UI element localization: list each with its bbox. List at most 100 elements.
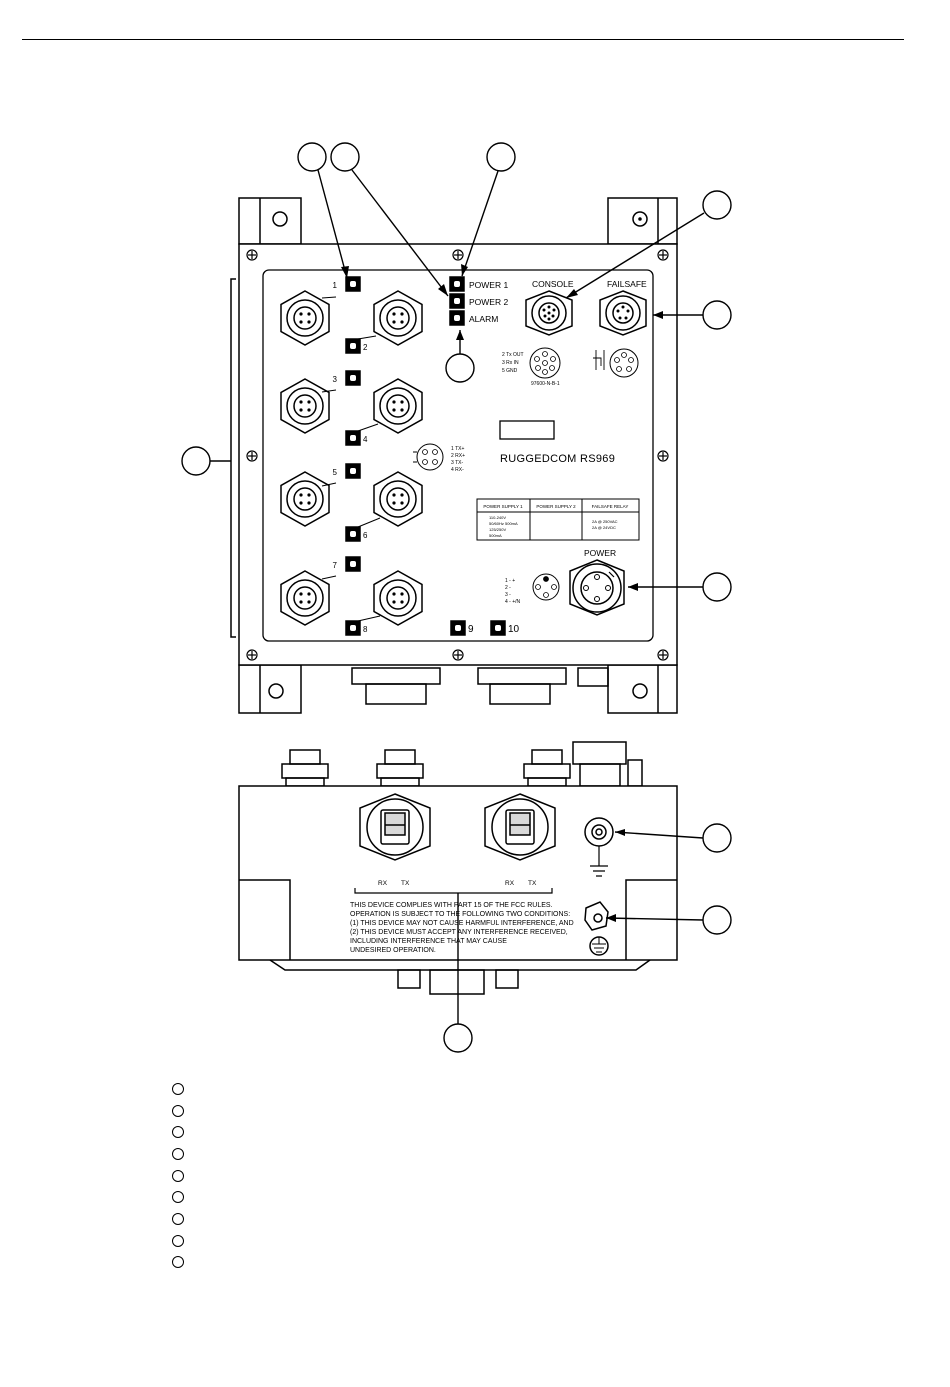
legend-item: [172, 1100, 184, 1122]
console-pinout: 2 Tx OUT 3 Rx IN 5 GND 97600-N-B-1: [502, 347, 561, 387]
led-power1-label: POWER 1: [469, 280, 508, 290]
power-label: POWER: [584, 548, 616, 558]
screw-7: [452, 649, 464, 661]
port-9-number: 9: [468, 624, 474, 635]
mount-tab-bottom-left: [238, 664, 302, 714]
screw-6: [246, 649, 258, 661]
mount-tab-top-right: [607, 197, 678, 245]
power-connector: POWER: [569, 548, 625, 616]
failsafe-label: FAILSAFE: [607, 279, 647, 289]
power-pinout: 1 - + 2 - 3 - 4 - +/N: [505, 573, 560, 605]
mount-tab-top-left: [238, 197, 302, 245]
port-2-number: 2: [363, 343, 368, 352]
eth-pin-1: 1 TX+: [451, 446, 464, 452]
ethernet-pinout: 1 TX+ 2 RX+ 3 TX- 4 RX-: [413, 443, 465, 473]
legend-item: [172, 1230, 184, 1252]
m12-port-8: [373, 570, 423, 626]
port-7-indicator: 7: [321, 556, 361, 580]
legend-marker: [172, 1256, 184, 1269]
callout-arrowheads: [341, 264, 663, 922]
ground-stud: [584, 817, 614, 877]
mount-tab-bottom-right: [607, 664, 678, 714]
screw-8: [657, 649, 669, 661]
ratings-header-ps1: POWER SUPPLY 1: [483, 504, 523, 509]
port-10-indicator: 10: [490, 620, 520, 636]
ratings-table: POWER SUPPLY 1 POWER SUPPLY 2 FAILSAFE R…: [476, 498, 640, 541]
legend-item: [172, 1121, 184, 1143]
fcc-line-1: THIS DEVICE COMPLIES WITH PART 15 OF THE…: [350, 902, 553, 909]
fcc-line-3: (1) THIS DEVICE MAY NOT CAUSE HARMFUL IN…: [350, 920, 574, 927]
console-connector: CONSOLE: [525, 279, 574, 336]
fcc-line-6: UNDESIRED OPERATION.: [350, 947, 436, 954]
m12-port-6: [373, 471, 423, 527]
port-6-number: 6: [363, 531, 368, 540]
screw-1: [246, 249, 258, 261]
ports-bracket: [230, 278, 236, 638]
legend-item: [172, 1208, 184, 1230]
fcc-line-4: (2) THIS DEVICE MUST ACCEPT ANY INTERFER…: [350, 929, 568, 936]
m12-port-4: [373, 378, 423, 434]
legend-item: [172, 1186, 184, 1208]
bottom-feet: [239, 879, 677, 995]
front-bottom-connectors: [351, 667, 609, 705]
ratings-relay-1: 2A @ 250VAC: [592, 519, 618, 524]
m12-port-3: [280, 378, 330, 434]
m12-port-7: [280, 570, 330, 626]
screw-5: [657, 450, 669, 462]
ratings-header-relay: FAILSAFE RELAY: [592, 504, 629, 509]
port-6-indicator: 6: [345, 517, 381, 542]
port-4-indicator: 4: [345, 423, 379, 446]
fiber-bracket: [354, 888, 553, 894]
power-pin-1: 1 - +: [505, 578, 515, 584]
console-pin-2: 3 Rx IN: [502, 360, 519, 366]
ratings-ps1-3: 125/250V: [489, 527, 506, 532]
legend-marker: [172, 1191, 184, 1204]
port-5-indicator: 5: [321, 463, 361, 487]
failsafe-pinout: [593, 348, 639, 378]
legend-item: [172, 1252, 184, 1274]
legend-marker: [172, 1126, 184, 1139]
front-panel: [262, 269, 654, 642]
ratings-ps1-1: 110-240V: [489, 515, 506, 520]
power-pin-2: 2 -: [505, 585, 511, 591]
legend-marker: [172, 1234, 184, 1247]
port-1-indicator: 1: [321, 276, 361, 299]
fcc-line-2: OPERATION IS SUBJECT TO THE FOLLOWING TW…: [350, 911, 570, 918]
led-alarm-label: ALARM: [469, 314, 498, 324]
fiber-tx-left: TX: [401, 880, 410, 887]
legend-item: [172, 1165, 184, 1187]
console-pin-3: 5 GND: [502, 368, 518, 374]
legend-marker: [172, 1169, 184, 1182]
port-3-number: 3: [333, 375, 338, 384]
port-8-indicator: 8: [345, 615, 381, 636]
fcc-notice: THIS DEVICE COMPLIES WITH PART 15 OF THE…: [350, 902, 574, 954]
status-leds: POWER 1 POWER 2 ALARM: [449, 276, 508, 326]
legend-marker: [172, 1147, 184, 1160]
legend-item: [172, 1143, 184, 1165]
legend-item: [172, 1078, 184, 1100]
callouts: [181, 142, 732, 1053]
port-4-number: 4: [363, 435, 368, 444]
port-3-indicator: 3: [321, 370, 361, 393]
port-10-number: 10: [508, 624, 520, 635]
fiber-rx-right: RX: [505, 880, 515, 887]
ratings-relay-2: 2A @ 24VDC: [592, 525, 616, 530]
power-pin-4: 4 - +/N: [505, 599, 521, 605]
port-5-number: 5: [333, 468, 338, 477]
screw-4: [246, 450, 258, 462]
port-1-number: 1: [333, 281, 338, 290]
bottom-top-connectors: [281, 741, 643, 787]
fiber-port-left: [359, 793, 431, 861]
port-7-number: 7: [333, 561, 338, 570]
screw-2: [452, 249, 464, 261]
power-pin-3: 3 -: [505, 592, 511, 598]
chassis-ground-lug: [584, 901, 609, 956]
console-part-number: 97600-N-B-1: [531, 381, 560, 387]
screw-3: [657, 249, 669, 261]
ethernet-ports: [280, 290, 423, 626]
fiber-rx-left: RX: [378, 880, 388, 887]
port-labels: 1 2 3 4 5 6 7 8 9 10: [321, 276, 520, 636]
led-power2-label: POWER 2: [469, 297, 508, 307]
fcc-line-5: INCLUDING INTERFERENCE THAT MAY CAUSE: [350, 938, 507, 945]
